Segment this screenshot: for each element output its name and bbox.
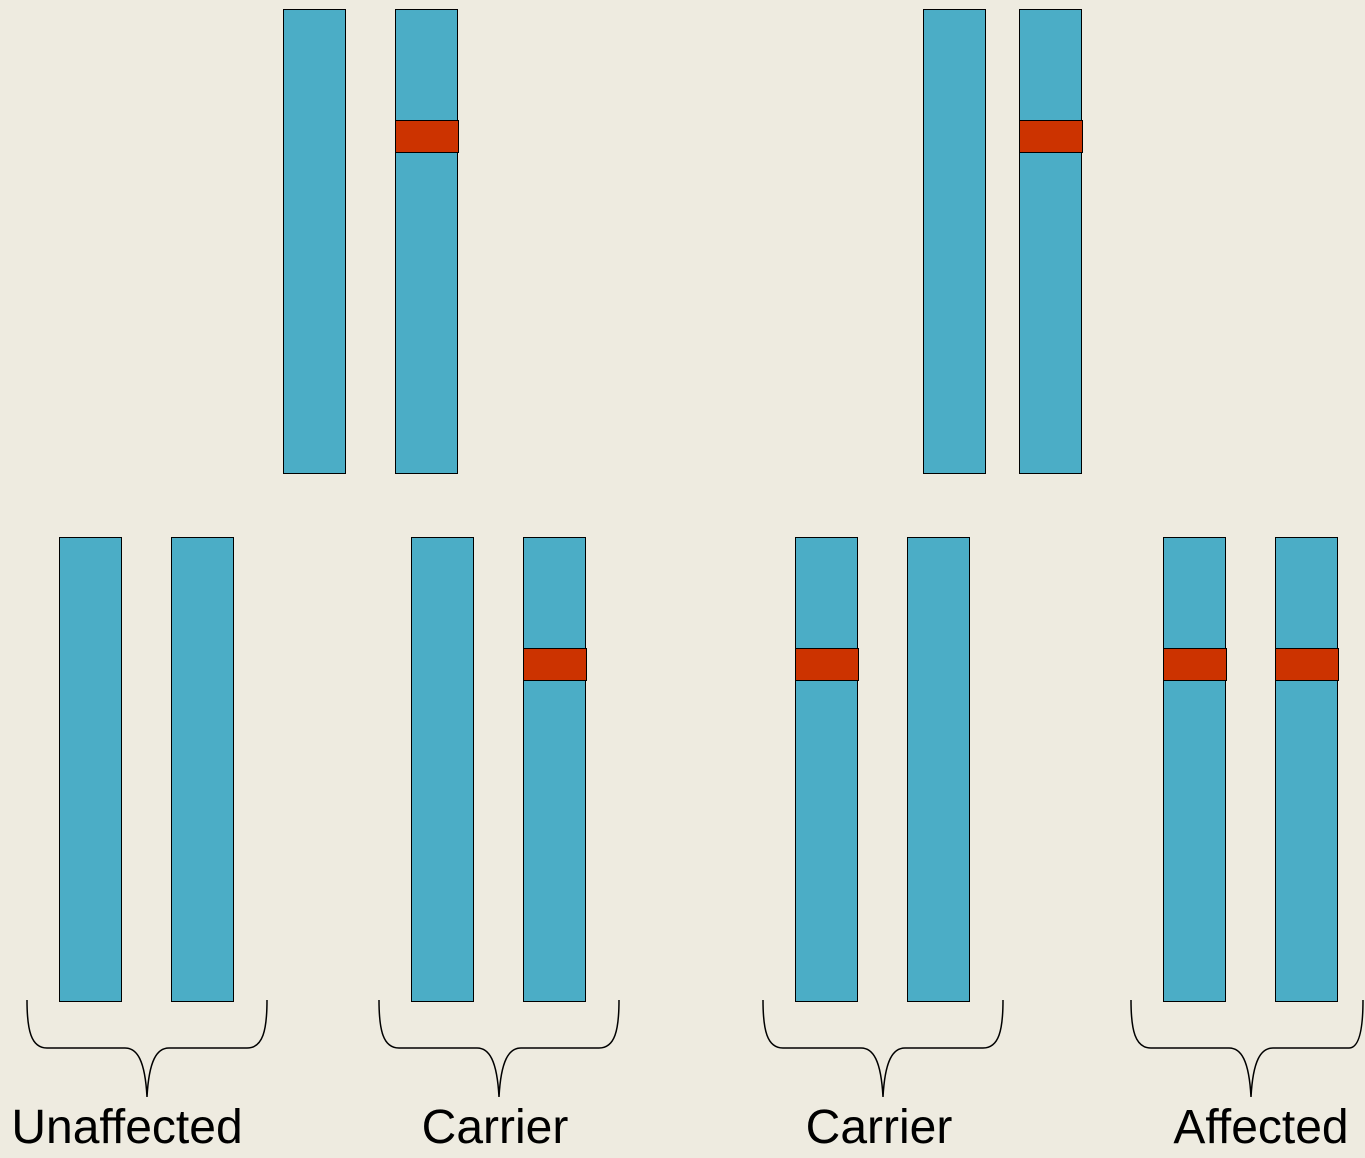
offspring-3-chromosome-2: [907, 537, 970, 1002]
offspring-1-chromosome-2: [171, 537, 234, 1002]
parent-1-chromosome-2: [394, 9, 459, 474]
offspring-4-chromosome-2: [1274, 537, 1339, 1002]
mutation-band: [794, 648, 859, 681]
mutation-band: [1018, 120, 1083, 153]
offspring-2-label: Carrier: [421, 1101, 569, 1154]
offspring-3-chromosome-1: [794, 537, 859, 1002]
mutation-band: [1162, 648, 1227, 681]
offspring-2-chromosome-1: [411, 537, 474, 1002]
offspring-3-brace: [762, 1000, 1004, 1098]
mutation-band: [1274, 648, 1339, 681]
offspring-1-brace: [26, 1000, 268, 1098]
offspring-2-chromosome-2: [522, 537, 587, 1002]
offspring-4-chromosome-1: [1162, 537, 1227, 1002]
parent-1-chromosome-1: [283, 9, 346, 474]
offspring-4-brace: [1130, 1000, 1364, 1098]
offspring-4-label: Affected: [1173, 1101, 1349, 1154]
parent-2-chromosome-1: [923, 9, 986, 474]
mutation-band: [522, 648, 587, 681]
offspring-2-brace: [378, 1000, 620, 1098]
offspring-1-label: Unaffected: [11, 1101, 243, 1154]
offspring-3-label: Carrier: [805, 1101, 953, 1154]
offspring-1-chromosome-1: [59, 537, 122, 1002]
parent-2-chromosome-2: [1018, 9, 1083, 474]
mutation-band: [394, 120, 459, 153]
